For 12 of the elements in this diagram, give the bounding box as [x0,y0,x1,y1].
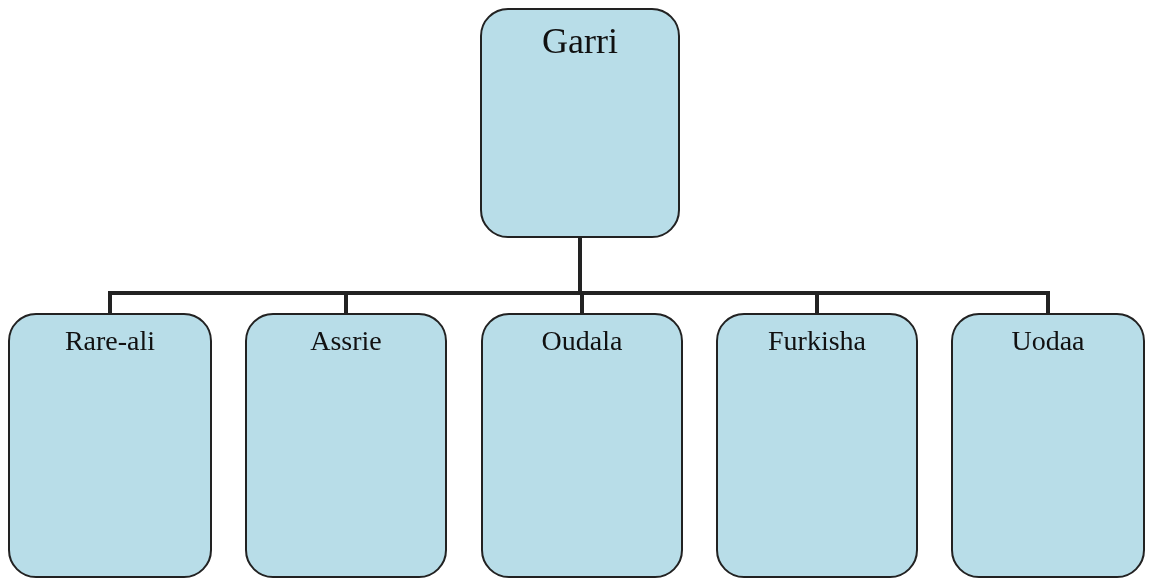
node-label: Furkisha [768,325,866,357]
node-label: Oudala [541,325,623,357]
node-label: Rare-ali [64,325,156,357]
rounded-box [8,313,212,578]
node-label: Uodaa [1011,325,1085,357]
rounded-box [245,313,447,578]
node-label: Assrie [310,325,382,357]
rounded-box [480,8,680,238]
node-label: Garri [542,20,618,62]
rounded-box [481,313,683,578]
rounded-box [951,313,1145,578]
rounded-box [716,313,918,578]
